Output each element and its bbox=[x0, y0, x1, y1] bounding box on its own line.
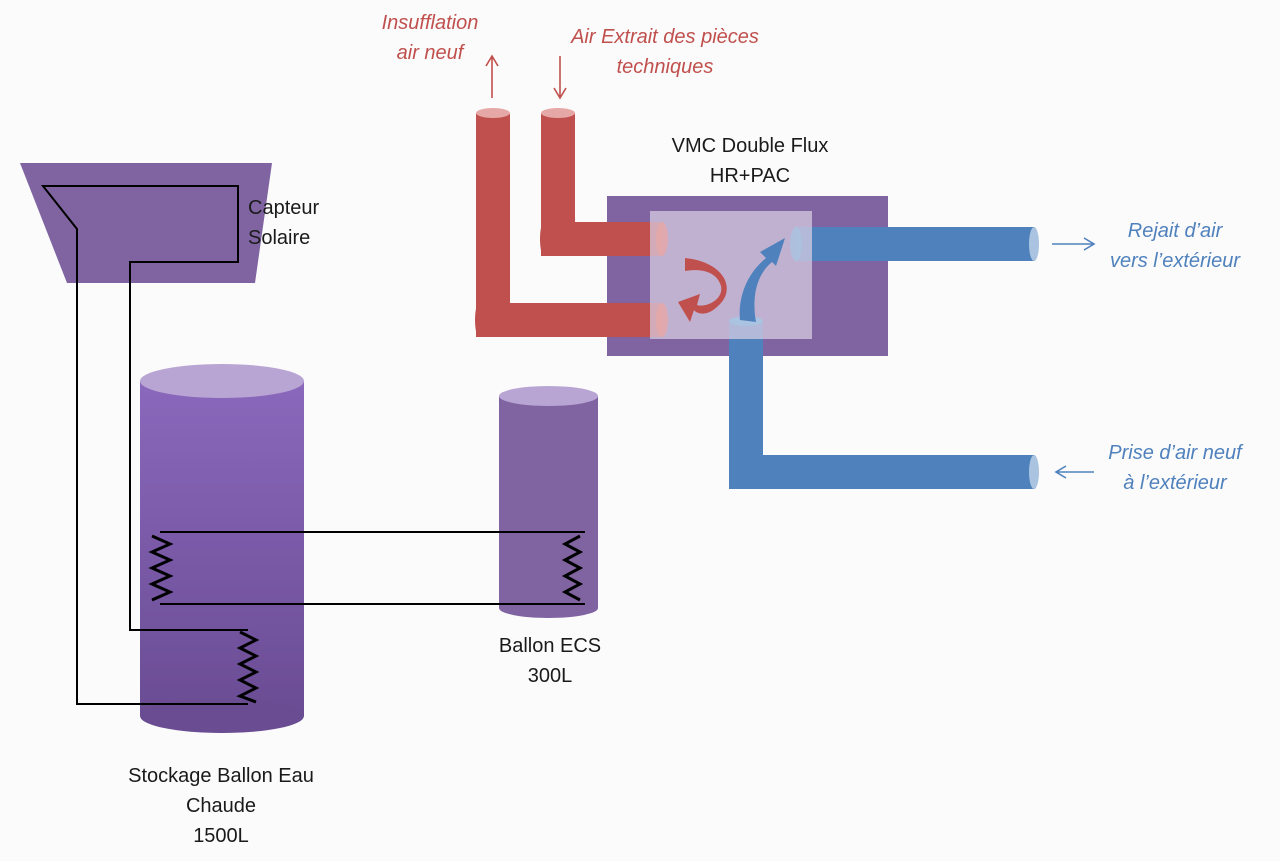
red-ducts bbox=[475, 108, 662, 337]
storage-tank bbox=[140, 364, 304, 733]
storage-solar-coil bbox=[236, 630, 260, 704]
red-flow-arrow bbox=[678, 258, 727, 322]
duct-end-exhaust bbox=[790, 227, 802, 261]
blue-flow-arrow bbox=[739, 238, 785, 322]
heat-exchanger-core bbox=[650, 211, 812, 339]
storage-tank-label: Stockage Ballon Eau Chaude 1500L bbox=[128, 765, 314, 847]
solar-collector-label: Capteur Solaire bbox=[248, 197, 320, 249]
duct-end-extract bbox=[656, 222, 668, 256]
duct-end-supply bbox=[656, 303, 668, 337]
dhw-tank-label: Ballon ECS 300L bbox=[498, 635, 602, 687]
supply-air-label: Insufflation air neuf bbox=[381, 12, 479, 64]
dhw-coil bbox=[561, 534, 584, 602]
annotation-arrows bbox=[485, 54, 1096, 479]
solar-collector-panel bbox=[20, 163, 272, 283]
transfer-loop-pipe bbox=[160, 531, 585, 605]
dhw-tank bbox=[499, 386, 598, 618]
blue-ducts bbox=[729, 227, 1039, 489]
exhaust-air-label: Rejait d’air vers l’extérieur bbox=[1109, 220, 1241, 272]
solar-loop-pipe bbox=[40, 185, 248, 705]
extract-air-label: Air Extrait des pièces techniques bbox=[571, 26, 759, 78]
vmc-label: VMC Double Flux HR+PAC bbox=[671, 135, 829, 187]
storage-transfer-coil bbox=[148, 534, 174, 602]
fresh-air-label: Prise d’air neuf à l’extérieur bbox=[1108, 442, 1242, 494]
